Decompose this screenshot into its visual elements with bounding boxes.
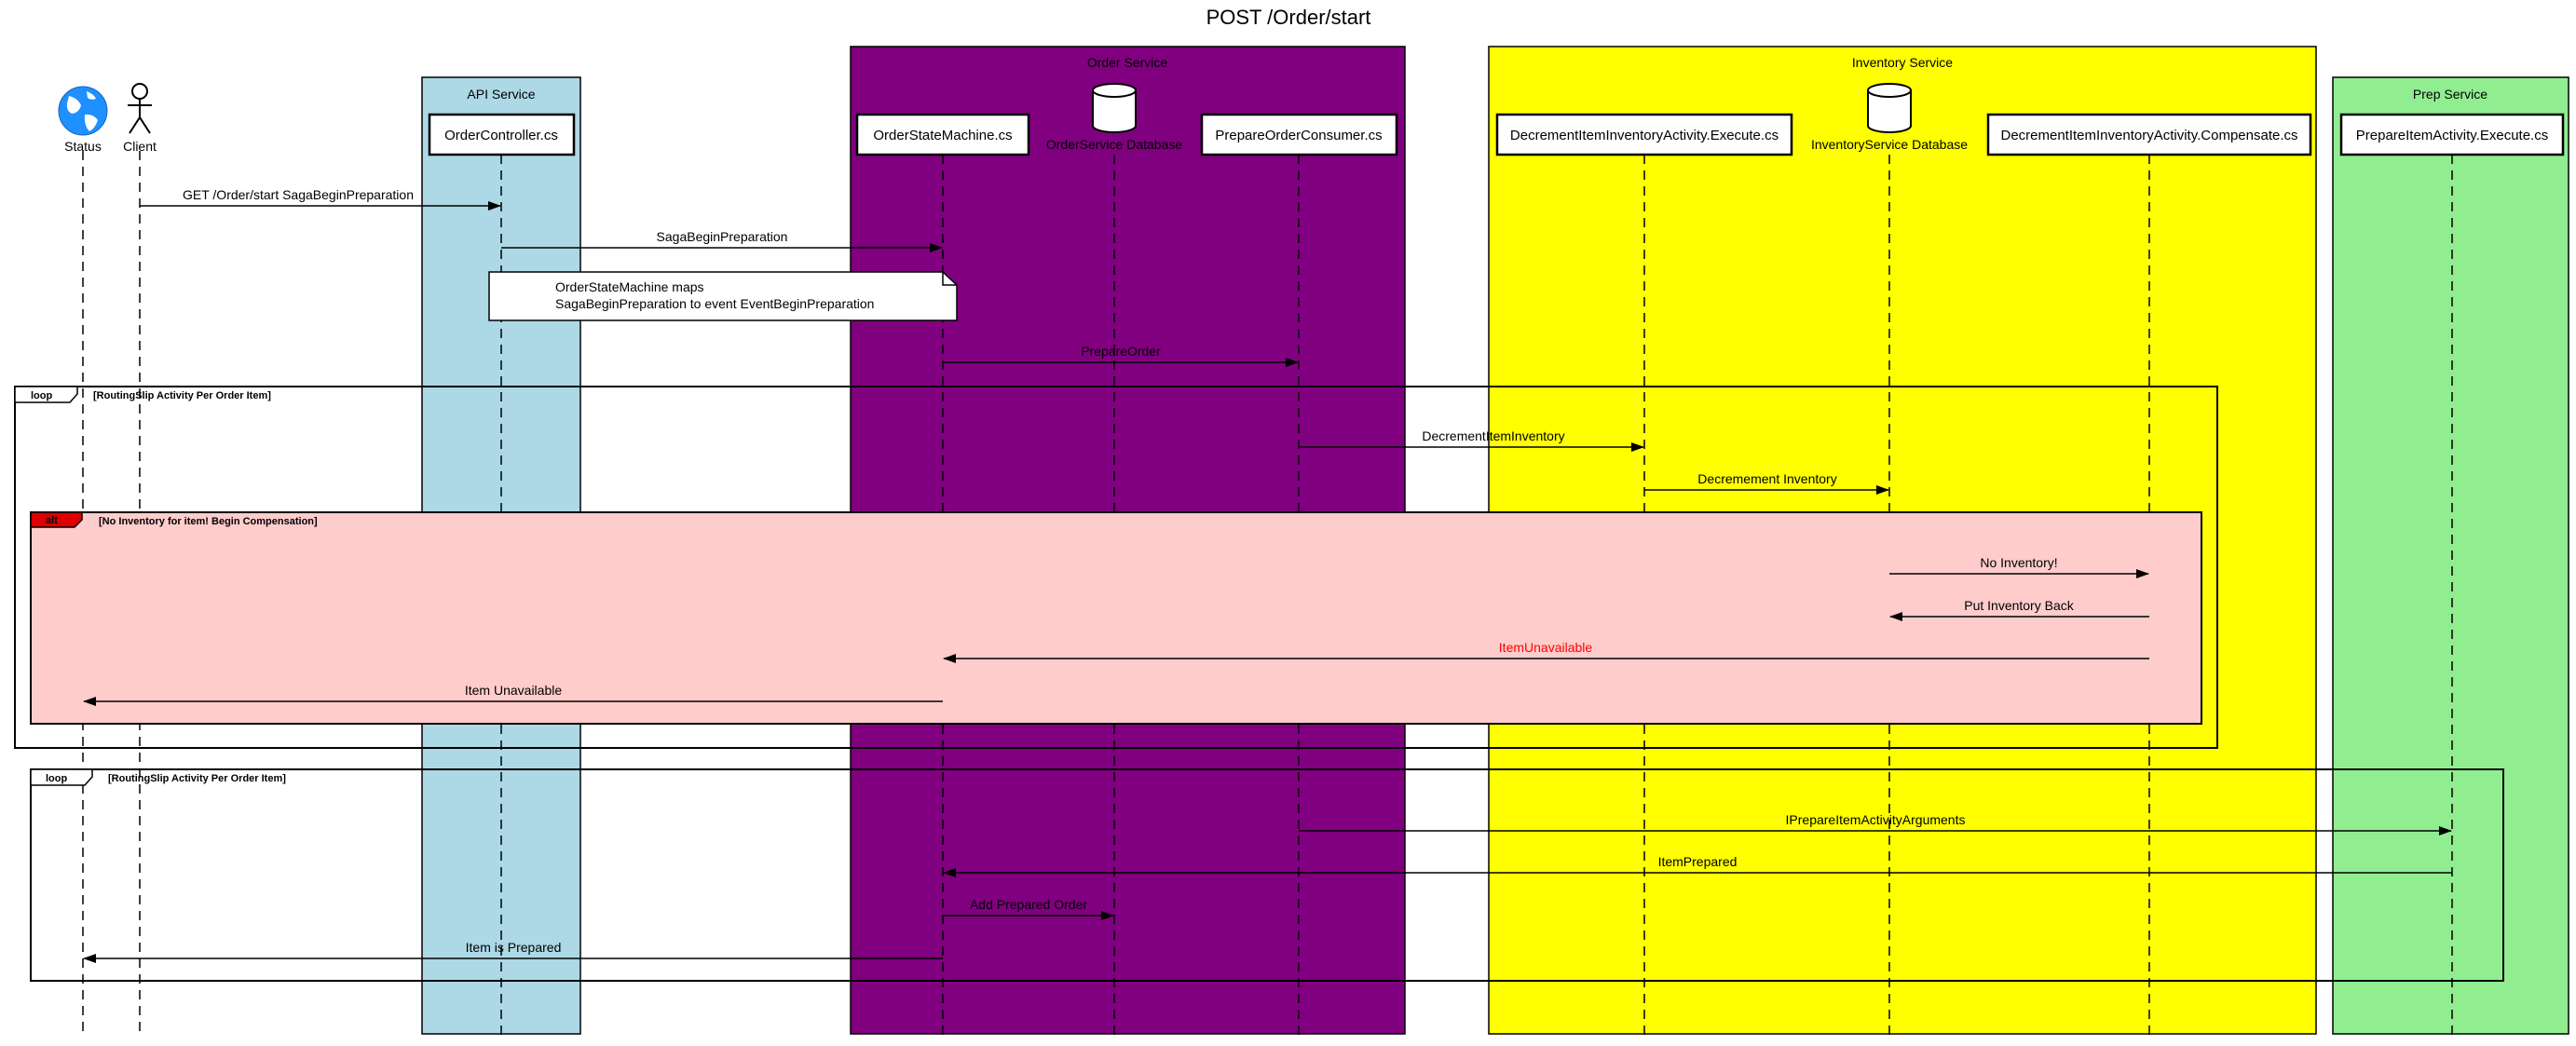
loop-fragment-2-tag bbox=[30, 768, 93, 786]
message-13-label: Item is Prepared bbox=[466, 940, 562, 955]
message-4-label: DecrementItemInventory bbox=[1422, 428, 1564, 443]
loop-fragment-2-tag-label: loop bbox=[46, 773, 67, 784]
diagram-title: POST /Order/start bbox=[1206, 6, 1371, 29]
database-icon bbox=[1092, 83, 1137, 133]
globe-icon bbox=[58, 86, 108, 136]
participant-order-controller-label: OrderController.cs bbox=[444, 128, 558, 143]
database-icon bbox=[1867, 83, 1912, 133]
message-3-label: PrepareOrder bbox=[1081, 344, 1161, 359]
alt-fragment-tag bbox=[30, 511, 83, 528]
group-prep-service-label: Prep Service bbox=[2413, 87, 2487, 102]
message-1-label: GET /Order/start SagaBeginPreparation bbox=[183, 187, 414, 202]
alt-fragment-tag-label: alt bbox=[46, 515, 58, 526]
loop-fragment-2-guard: [RoutingSlip Activity Per Order Item] bbox=[108, 773, 286, 784]
actor-icon bbox=[128, 83, 152, 134]
note-line-2: SagaBeginPreparation to event EventBegin… bbox=[555, 296, 874, 311]
message-5-label: Decremement Inventory bbox=[1697, 471, 1836, 486]
alt-fragment bbox=[30, 511, 2202, 725]
participant-decrement-compensate-label: DecrementItemInventoryActivity.Compensat… bbox=[2000, 128, 2297, 143]
participant-client-label: Client bbox=[123, 139, 157, 154]
participant-prepare-item-execute-label: PrepareItemActivity.Execute.cs bbox=[2356, 128, 2548, 143]
participant-order-controller bbox=[428, 113, 576, 156]
group-inventory-service-label: Inventory Service bbox=[1852, 55, 1953, 70]
participant-decrement-execute bbox=[1495, 113, 1793, 156]
loop-fragment-1-tag-label: loop bbox=[31, 390, 52, 401]
group-order-service-label: Order Service bbox=[1087, 55, 1168, 70]
message-12-label: Add Prepared Order bbox=[970, 897, 1087, 912]
participant-prepare-order-consumer bbox=[1200, 113, 1398, 156]
message-9-label: Item Unavailable bbox=[465, 683, 562, 698]
loop-fragment-1-guard: [RoutingSlip Activity Per Order Item] bbox=[93, 390, 271, 401]
participant-decrement-execute-label: DecrementItemInventoryActivity.Execute.c… bbox=[1510, 128, 1779, 143]
participant-decrement-compensate bbox=[1986, 113, 2312, 156]
message-10-label: IPrepareItemActivityArguments bbox=[1786, 812, 1966, 827]
loop-fragment-1 bbox=[14, 386, 2218, 749]
group-api-service-label: API Service bbox=[467, 87, 535, 102]
message-8-label: ItemUnavailable bbox=[1499, 640, 1593, 655]
message-6-label: No Inventory! bbox=[1980, 555, 2057, 570]
note-line-1: OrderStateMachine maps bbox=[555, 279, 704, 294]
participant-order-state-machine-label: OrderStateMachine.cs bbox=[873, 128, 1012, 143]
participant-order-db-label: OrderService Database bbox=[1046, 137, 1183, 152]
loop-fragment-2 bbox=[30, 768, 2504, 982]
alt-fragment-guard: [No Inventory for item! Begin Compensati… bbox=[99, 516, 318, 527]
loop-fragment-1-tag bbox=[14, 386, 78, 403]
participant-prepare-order-consumer-label: PrepareOrderConsumer.cs bbox=[1215, 128, 1382, 143]
participant-order-state-machine bbox=[855, 113, 1030, 156]
message-2-label: SagaBeginPreparation bbox=[657, 229, 788, 244]
participant-inventory-db-label: InventoryService Database bbox=[1811, 137, 1968, 152]
participant-status-label: Status bbox=[64, 139, 102, 154]
participant-prepare-item-execute bbox=[2339, 113, 2565, 156]
group-prep-service bbox=[2332, 76, 2569, 1035]
message-11-label: ItemPrepared bbox=[1658, 854, 1738, 869]
message-7-label: Put Inventory Back bbox=[1964, 598, 2075, 613]
note bbox=[488, 271, 958, 321]
